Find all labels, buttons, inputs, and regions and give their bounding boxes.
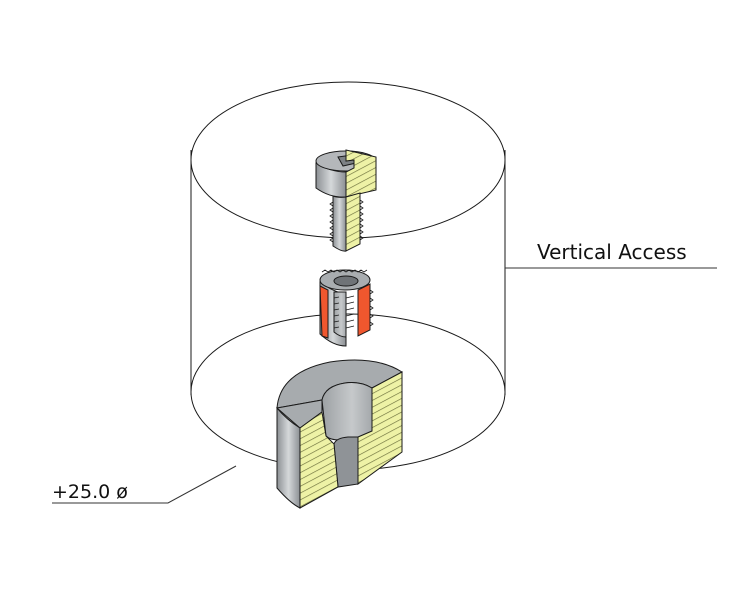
- counterbored-boss-icon: [275, 359, 403, 509]
- diameter-label: +25.0 ø: [52, 481, 128, 503]
- socket-head-screw-icon: [315, 149, 377, 252]
- leader-lines: [52, 267, 717, 504]
- vertical-access-label: Vertical Access: [537, 240, 687, 264]
- insert-knurl-detail: [321, 269, 374, 329]
- diameter-leader: [52, 465, 237, 504]
- knurled-threaded-insert-icon: [319, 269, 371, 347]
- screw-thread-teeth: [329, 199, 364, 243]
